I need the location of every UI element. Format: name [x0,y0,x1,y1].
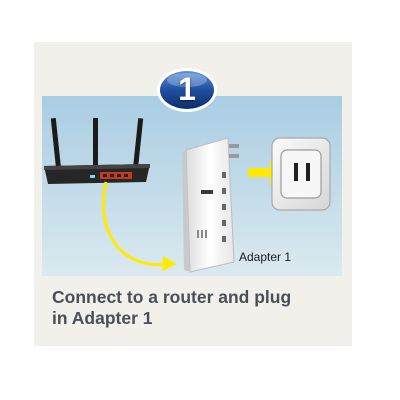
adapter-label: Adapter 1 [239,250,292,264]
caption-line-1: Connect to a router and plug [52,287,292,307]
wall-outlet-icon [271,137,331,211]
powerline-adapter-icon [182,137,239,273]
cable-arrow-icon [101,181,177,271]
step-number: 1 [178,71,196,107]
step-badge [157,68,217,112]
caption-line-2: in Adapter 1 [52,308,153,328]
router-icon [44,117,150,184]
instruction-caption: Connect to a router and plug in Adapter … [52,287,352,329]
